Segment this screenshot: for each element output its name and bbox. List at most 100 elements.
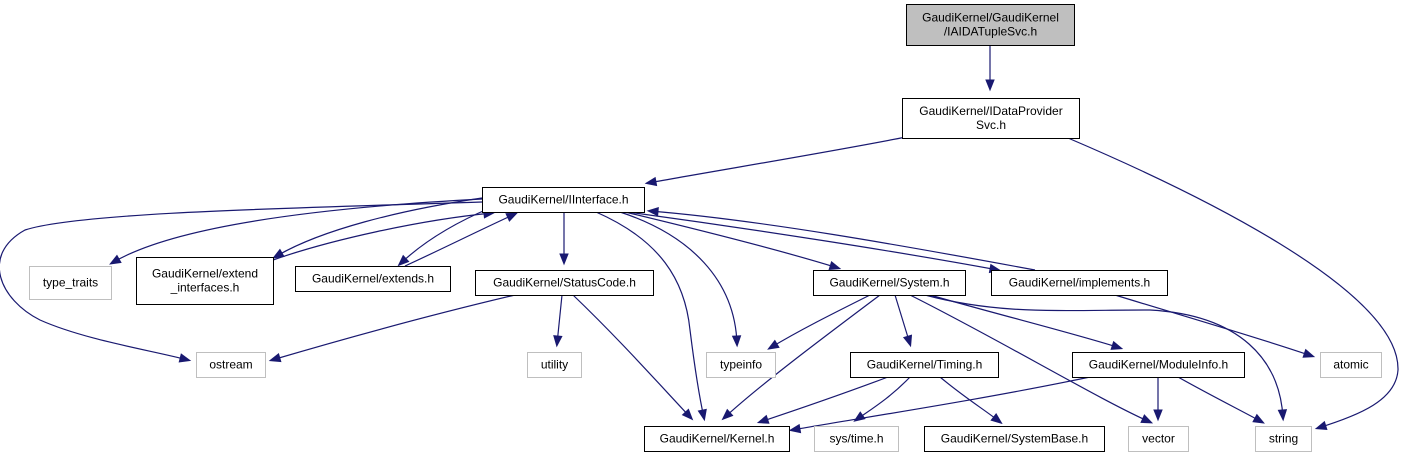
- edge-line: [627, 211, 999, 271]
- arrowhead-icon: [756, 414, 770, 424]
- arrowhead-icon: [721, 408, 734, 421]
- arrowhead-icon: [272, 248, 285, 259]
- node-label: string: [1269, 432, 1298, 446]
- arrowhead-icon: [1252, 413, 1265, 424]
- node-box: [814, 426, 899, 452]
- arrowhead-icon: [1302, 348, 1316, 358]
- edge-iinterface-to-kernel: [595, 211, 707, 422]
- arrowhead-icon: [1110, 340, 1124, 350]
- node-systembase[interactable]: GaudiKernel/SystemBase.h: [924, 426, 1105, 452]
- node-label: Svc.h: [976, 118, 1006, 132]
- node-label: GaudiKernel/System.h: [829, 276, 949, 290]
- edge-system-to-timing: [894, 294, 913, 348]
- edge-iinterface-to-extends: [397, 207, 491, 267]
- edge-line: [624, 211, 839, 269]
- arrowhead-icon: [697, 408, 707, 422]
- node-implements[interactable]: GaudiKernel/implements.h: [991, 270, 1168, 296]
- arrowhead-icon: [990, 413, 1003, 425]
- edge-line: [1177, 376, 1263, 423]
- node-root[interactable]: GaudiKernel/GaudiKernel/IAIDATupleSvc.h: [906, 4, 1075, 46]
- edge-iinterface-to-statuscode: [559, 212, 569, 266]
- arrowhead-icon: [1277, 409, 1288, 422]
- node-label: GaudiKernel/IInterface.h: [498, 193, 628, 207]
- edge-iinterface-to-implements: [627, 211, 1002, 274]
- node-label: GaudiKernel/SystemBase.h: [941, 432, 1088, 446]
- node-type_traits: type_traits: [29, 266, 112, 300]
- arrowhead-icon: [828, 260, 842, 271]
- node-box: [1320, 352, 1382, 378]
- node-label: GaudiKernel/StatusCode.h: [493, 276, 636, 290]
- edge-line: [274, 197, 483, 258]
- edge-idataprovider-to-string: [1067, 137, 1399, 430]
- arrowhead-icon: [505, 212, 519, 222]
- edge-line: [723, 294, 881, 419]
- node-label: GaudiKernel/Timing.h: [867, 358, 983, 372]
- edge-timing-to-systembase: [939, 376, 1003, 425]
- node-label: GaudiKernel/ModuleInfo.h: [1089, 358, 1228, 372]
- node-ostream: ostream: [196, 352, 266, 378]
- node-label: type_traits: [43, 276, 98, 290]
- arrowhead-icon: [681, 408, 694, 421]
- edge-iinterface-to-typeinfo: [619, 211, 742, 348]
- edge-implements-to-atomic: [1114, 294, 1316, 358]
- node-systime: sys/time.h: [814, 426, 899, 452]
- edge-iinterface-to-system: [624, 211, 842, 271]
- arrowhead-icon: [397, 254, 410, 267]
- node-extends[interactable]: GaudiKernel/extends.h: [295, 266, 451, 292]
- node-box: [906, 4, 1075, 46]
- node-box: [813, 270, 966, 296]
- arrowhead-icon: [902, 334, 913, 348]
- edge-root-to-idataprovider: [985, 45, 995, 92]
- edge-line: [404, 213, 516, 267]
- edge-line: [1114, 294, 1313, 357]
- node-box: [29, 266, 112, 300]
- node-label: ostream: [209, 358, 252, 372]
- edge-line: [399, 207, 491, 265]
- arrowhead-icon: [178, 353, 192, 363]
- node-label: GaudiKernel/extends.h: [312, 272, 434, 286]
- node-label: _interfaces.h: [170, 281, 240, 295]
- node-kernel[interactable]: GaudiKernel/Kernel.h: [644, 426, 790, 452]
- node-label: vector: [1142, 432, 1175, 446]
- node-extend_interfaces[interactable]: GaudiKernel/extend_interfaces.h: [136, 257, 274, 305]
- edge-line: [924, 294, 1284, 419]
- edge-system-to-kernel: [721, 294, 881, 421]
- node-box: [1072, 352, 1245, 378]
- arrowhead-icon: [1153, 409, 1163, 422]
- node-label: GaudiKernel/GaudiKernel: [922, 11, 1059, 25]
- edge-iinterface-to-extend_interfaces: [272, 197, 483, 259]
- arrowhead-icon: [553, 335, 563, 348]
- arrowhead-icon: [646, 206, 659, 217]
- node-label: GaudiKernel/extend: [152, 267, 258, 281]
- edge-statuscode-to-kernel: [572, 294, 694, 421]
- node-moduleinfo[interactable]: GaudiKernel/ModuleInfo.h: [1072, 352, 1245, 378]
- arrowhead-icon: [788, 423, 802, 434]
- node-typeinfo: typeinfo: [706, 352, 776, 378]
- node-box: [482, 187, 645, 213]
- edge-moduleinfo-to-kernel: [788, 376, 1091, 434]
- edge-line: [769, 294, 871, 349]
- edge-line: [595, 211, 705, 419]
- node-box: [850, 352, 999, 378]
- node-atomic: atomic: [1320, 352, 1382, 378]
- edge-line: [855, 376, 911, 421]
- node-box: [902, 98, 1080, 139]
- edge-system-to-moduleinfo: [929, 294, 1124, 350]
- edge-statuscode-to-utility: [553, 294, 563, 348]
- edge-idataprovider-to-iinterface: [644, 136, 907, 187]
- arrowhead-icon: [767, 339, 780, 350]
- node-iinterface[interactable]: GaudiKernel/IInterface.h: [482, 187, 645, 213]
- node-timing[interactable]: GaudiKernel/Timing.h: [850, 352, 999, 378]
- node-utility: utility: [527, 352, 582, 378]
- edge-line: [271, 294, 516, 361]
- edge-line: [0, 201, 483, 361]
- node-box: [706, 352, 776, 378]
- node-statuscode[interactable]: GaudiKernel/StatusCode.h: [475, 270, 654, 296]
- arrowhead-icon: [985, 79, 995, 92]
- node-system[interactable]: GaudiKernel/System.h: [813, 270, 966, 296]
- node-box: [295, 266, 451, 292]
- edge-system-to-string: [924, 294, 1288, 422]
- arrowhead-icon: [1314, 420, 1328, 430]
- arrowhead-icon: [1140, 414, 1154, 424]
